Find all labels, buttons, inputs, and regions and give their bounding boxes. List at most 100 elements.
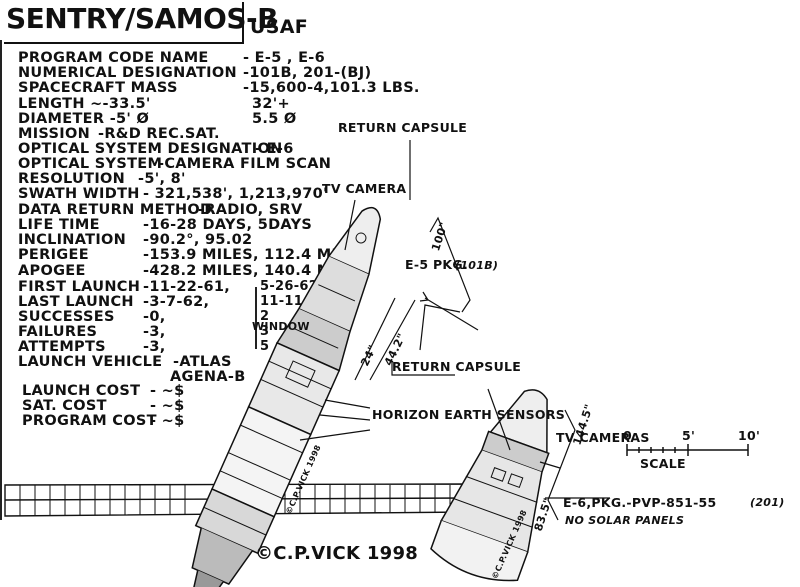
- spec-row: LIFE TIME -16-28 DAYS, 5DAYS: [18, 217, 312, 233]
- spec-label: LAUNCH VEHICLE: [18, 354, 163, 370]
- window-label: WINDOW: [252, 320, 310, 333]
- return-capsule-top-label: RETURN CAPSULE: [338, 120, 468, 135]
- tv-camera-label: TV CAMERA: [322, 181, 407, 196]
- second-attempts: 5: [260, 339, 270, 354]
- cost-row: SAT. COST - ~$: [22, 398, 184, 414]
- spec-label: RESOLUTION: [18, 171, 126, 187]
- credit-label: ©C.P.VICK 1998: [255, 543, 419, 564]
- title-box: [4, 2, 244, 44]
- e6-capsule: [430, 389, 550, 582]
- spec-value: -3,: [143, 324, 166, 340]
- spec-value: -3,: [143, 339, 166, 355]
- spec-label: APOGEE: [18, 263, 86, 279]
- second-first-launch: 5-26-62: [260, 279, 319, 294]
- spec-label: OPTICAL SYSTEM DESIGNATION: [18, 141, 283, 157]
- spec-row: MISSION -R&D REC.SAT.: [18, 126, 219, 142]
- second-failures: 3: [260, 324, 270, 339]
- spec-value: - E-5 , E-6: [243, 50, 325, 66]
- return-capsule-mid-label: RETURN CAPSULE: [392, 359, 522, 374]
- cost-value: - ~$: [150, 398, 185, 414]
- spec-value: -11-22-61,: [143, 279, 231, 295]
- spec-row: ATTEMPTS -3,: [18, 339, 165, 355]
- spec-row: INCLINATION -90.2°, 95.02: [18, 232, 252, 248]
- spec-row: NUMERICAL DESIGNATION -101B, 201-(BJ): [18, 65, 371, 81]
- scale-bar: [626, 444, 749, 456]
- spec-row: FAILURES -3,: [18, 324, 165, 340]
- spec-label: DATA RETURN METHOD: [18, 202, 213, 218]
- e6-code-label: (201): [750, 496, 785, 509]
- e5-vehicle: [191, 206, 382, 587]
- cost-value: - ~$: [150, 413, 185, 429]
- e5-code-label: (101B): [455, 259, 499, 272]
- cost-label: PROGRAM COST: [22, 413, 157, 429]
- spec-label: MISSION: [18, 126, 91, 142]
- spec-label: SWATH WIDTH: [18, 186, 140, 202]
- spec-row: SWATH WIDTH- 321,538', 1,213,970': [18, 186, 327, 202]
- no-solar-label: NO SOLAR PANELS: [565, 514, 685, 527]
- spec-label: ATTEMPTS: [18, 339, 106, 355]
- spec-label: FIRST LAUNCH: [18, 279, 141, 295]
- spec-value: -5', 8': [138, 171, 186, 187]
- spec-row: RESOLUTION -5', 8': [18, 171, 185, 187]
- spec-label: PERIGEE: [18, 247, 89, 263]
- spec-value: -90.2°, 95.02: [143, 232, 253, 248]
- spec-label: OPTICAL SYSTEM: [18, 156, 163, 172]
- spec-value: -153.9 MILES, 112.4 MI.: [143, 247, 344, 263]
- spec-row: PROGRAM CODE NAME - E-5 , E-6: [18, 50, 325, 66]
- spec-row: LENGTH ~-33.5' 32'+: [18, 96, 290, 112]
- spec-row: SUCCESSES -0,: [18, 309, 165, 325]
- agency-label: USAF: [250, 16, 308, 38]
- spec-value: -CAMERA FILM SCAN: [158, 156, 332, 172]
- spec-value: -16-28 DAYS, 5DAYS: [143, 217, 313, 233]
- spec-label: SPACECRAFT MASS: [18, 80, 178, 96]
- cost-label: SAT. COST: [22, 398, 107, 414]
- spec-value: 32'+: [252, 96, 290, 112]
- spec-value: -R&D REC.SAT.: [98, 126, 220, 142]
- cost-row: LAUNCH COST - ~$: [22, 383, 184, 399]
- cost-value: - ~$: [150, 383, 185, 399]
- scale-five-label: 5': [682, 428, 696, 443]
- spec-row: PERIGEE -153.9 MILES, 112.4 MI.: [18, 247, 343, 263]
- cost-label: LAUNCH COST: [22, 383, 141, 399]
- second-successes: 2: [260, 309, 270, 324]
- spec-row: SPACECRAFT MASS-15,600-4,101.3 LBS.: [18, 80, 419, 96]
- spec-label: NUMERICAL DESIGNATION: [18, 65, 237, 81]
- spec-label: DIAMETER -5' Ø: [18, 111, 150, 127]
- cost-row: PROGRAM COST- ~$: [22, 413, 184, 429]
- spec-row: DIAMETER -5' Ø 5.5 Ø: [18, 111, 296, 127]
- spec-label: INCLINATION: [18, 232, 127, 248]
- scale-zero-label: 0: [623, 428, 632, 443]
- e5-pkg-label: E-5 PKG.: [405, 257, 469, 272]
- scale-word-label: SCALE: [640, 456, 686, 471]
- spec-label: FAILURES: [18, 324, 98, 340]
- spec-value: -101B, 201-(BJ): [243, 65, 372, 81]
- e6-pkg-label: E-6,PKG.-PVP-851-55: [563, 495, 717, 510]
- tv-cameras-label: TV CAMERAS: [556, 430, 650, 445]
- spec-label: LAST LAUNCH: [18, 294, 134, 310]
- spec-label: LENGTH ~-33.5': [18, 96, 151, 112]
- spec-value: -0,: [143, 309, 166, 325]
- spec-row: APOGEE -428.2 MILES, 140.4 MI.: [18, 263, 343, 279]
- spec-row: LAUNCH VEHICLE -ATLAS: [18, 354, 231, 370]
- spec-value: - 321,538', 1,213,970': [143, 186, 328, 202]
- spec-value: - E-6: [255, 141, 294, 157]
- spec-label: SUCCESSES: [18, 309, 115, 325]
- spec-label: LIFE TIME: [18, 217, 100, 233]
- spec-row: OPTICAL SYSTEM-CAMERA FILM SCAN: [18, 156, 331, 172]
- left-rule: [0, 40, 2, 520]
- launch-vehicle-line2: AGENA-B: [170, 369, 246, 385]
- scale-ten-label: 10': [738, 428, 761, 443]
- spec-value: 5.5 Ø: [252, 111, 297, 127]
- page-title: SENTRY/SAMOS-B: [6, 2, 279, 35]
- spec-row: FIRST LAUNCH-11-22-61,: [18, 279, 230, 295]
- spec-value: -428.2 MILES, 140.4 MI.: [143, 263, 344, 279]
- spec-label: PROGRAM CODE NAME: [18, 50, 209, 66]
- spec-row: OPTICAL SYSTEM DESIGNATION- E-6: [18, 141, 293, 157]
- horizon-sensors-label: HORIZON EARTH SENSORS: [372, 407, 566, 422]
- spec-value: -RADIO, SRV: [198, 202, 303, 218]
- launch-divider: [255, 287, 257, 349]
- leader-lines: [299, 140, 610, 521]
- spec-row: LAST LAUNCH-3-7-62,: [18, 294, 209, 310]
- spec-value: -ATLAS: [173, 354, 232, 370]
